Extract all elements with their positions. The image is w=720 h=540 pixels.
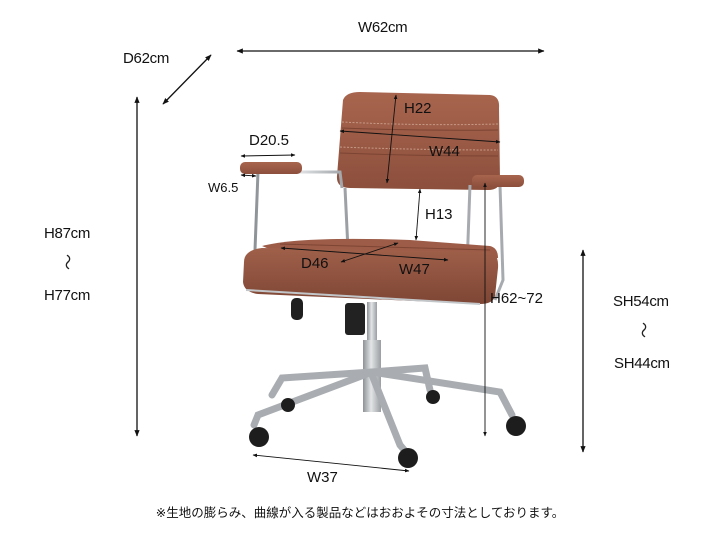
armrest-width-arrow <box>240 173 257 178</box>
casters <box>249 390 526 468</box>
overall-depth-label: D62cm <box>123 50 170 67</box>
seat-height-max-label: SH54cm <box>613 293 669 310</box>
base-width-arrow <box>252 453 410 473</box>
overall-width-label: W62cm <box>358 19 408 36</box>
right-armrest <box>472 175 524 187</box>
armrest-depth-arrow <box>240 153 296 158</box>
armrest-depth-label: D20.5 <box>249 132 290 149</box>
footnote: ※生地の膨らみ、曲線が入る製品などはおおよその寸法としております。 <box>155 505 565 520</box>
left-arm-frame <box>253 170 350 251</box>
armrest-width-label: W6.5 <box>208 180 239 195</box>
depth-arrow <box>162 54 212 105</box>
backrest-width-label: W44 <box>429 143 460 160</box>
backrest-height-label: H22 <box>404 100 432 117</box>
dimension-lines <box>134 48 586 473</box>
tilt-knob <box>291 298 303 320</box>
height-range-symbol: ～ <box>58 253 76 271</box>
base-width-label: W37 <box>307 469 338 486</box>
arm-height-label: H62~72 <box>490 290 543 307</box>
left-armrest <box>240 162 302 174</box>
seat-height-min-label: SH44cm <box>614 355 670 372</box>
backrest-width-arrow <box>339 129 501 144</box>
seat-arm-gap-arrow <box>414 188 422 241</box>
height-min-label: H77cm <box>44 287 91 304</box>
lift-housing <box>345 303 365 335</box>
seat-width-arrow <box>280 246 449 262</box>
seat-height-range-symbol: ～ <box>634 321 652 339</box>
seat-width-label: W47 <box>399 261 430 278</box>
seat-front <box>243 248 499 304</box>
seat-arm-gap-label: H13 <box>425 206 453 223</box>
height-max-label: H87cm <box>44 225 91 242</box>
seat-depth-label: D46 <box>301 255 329 272</box>
star-base <box>250 364 516 456</box>
gas-cylinder <box>367 302 377 342</box>
